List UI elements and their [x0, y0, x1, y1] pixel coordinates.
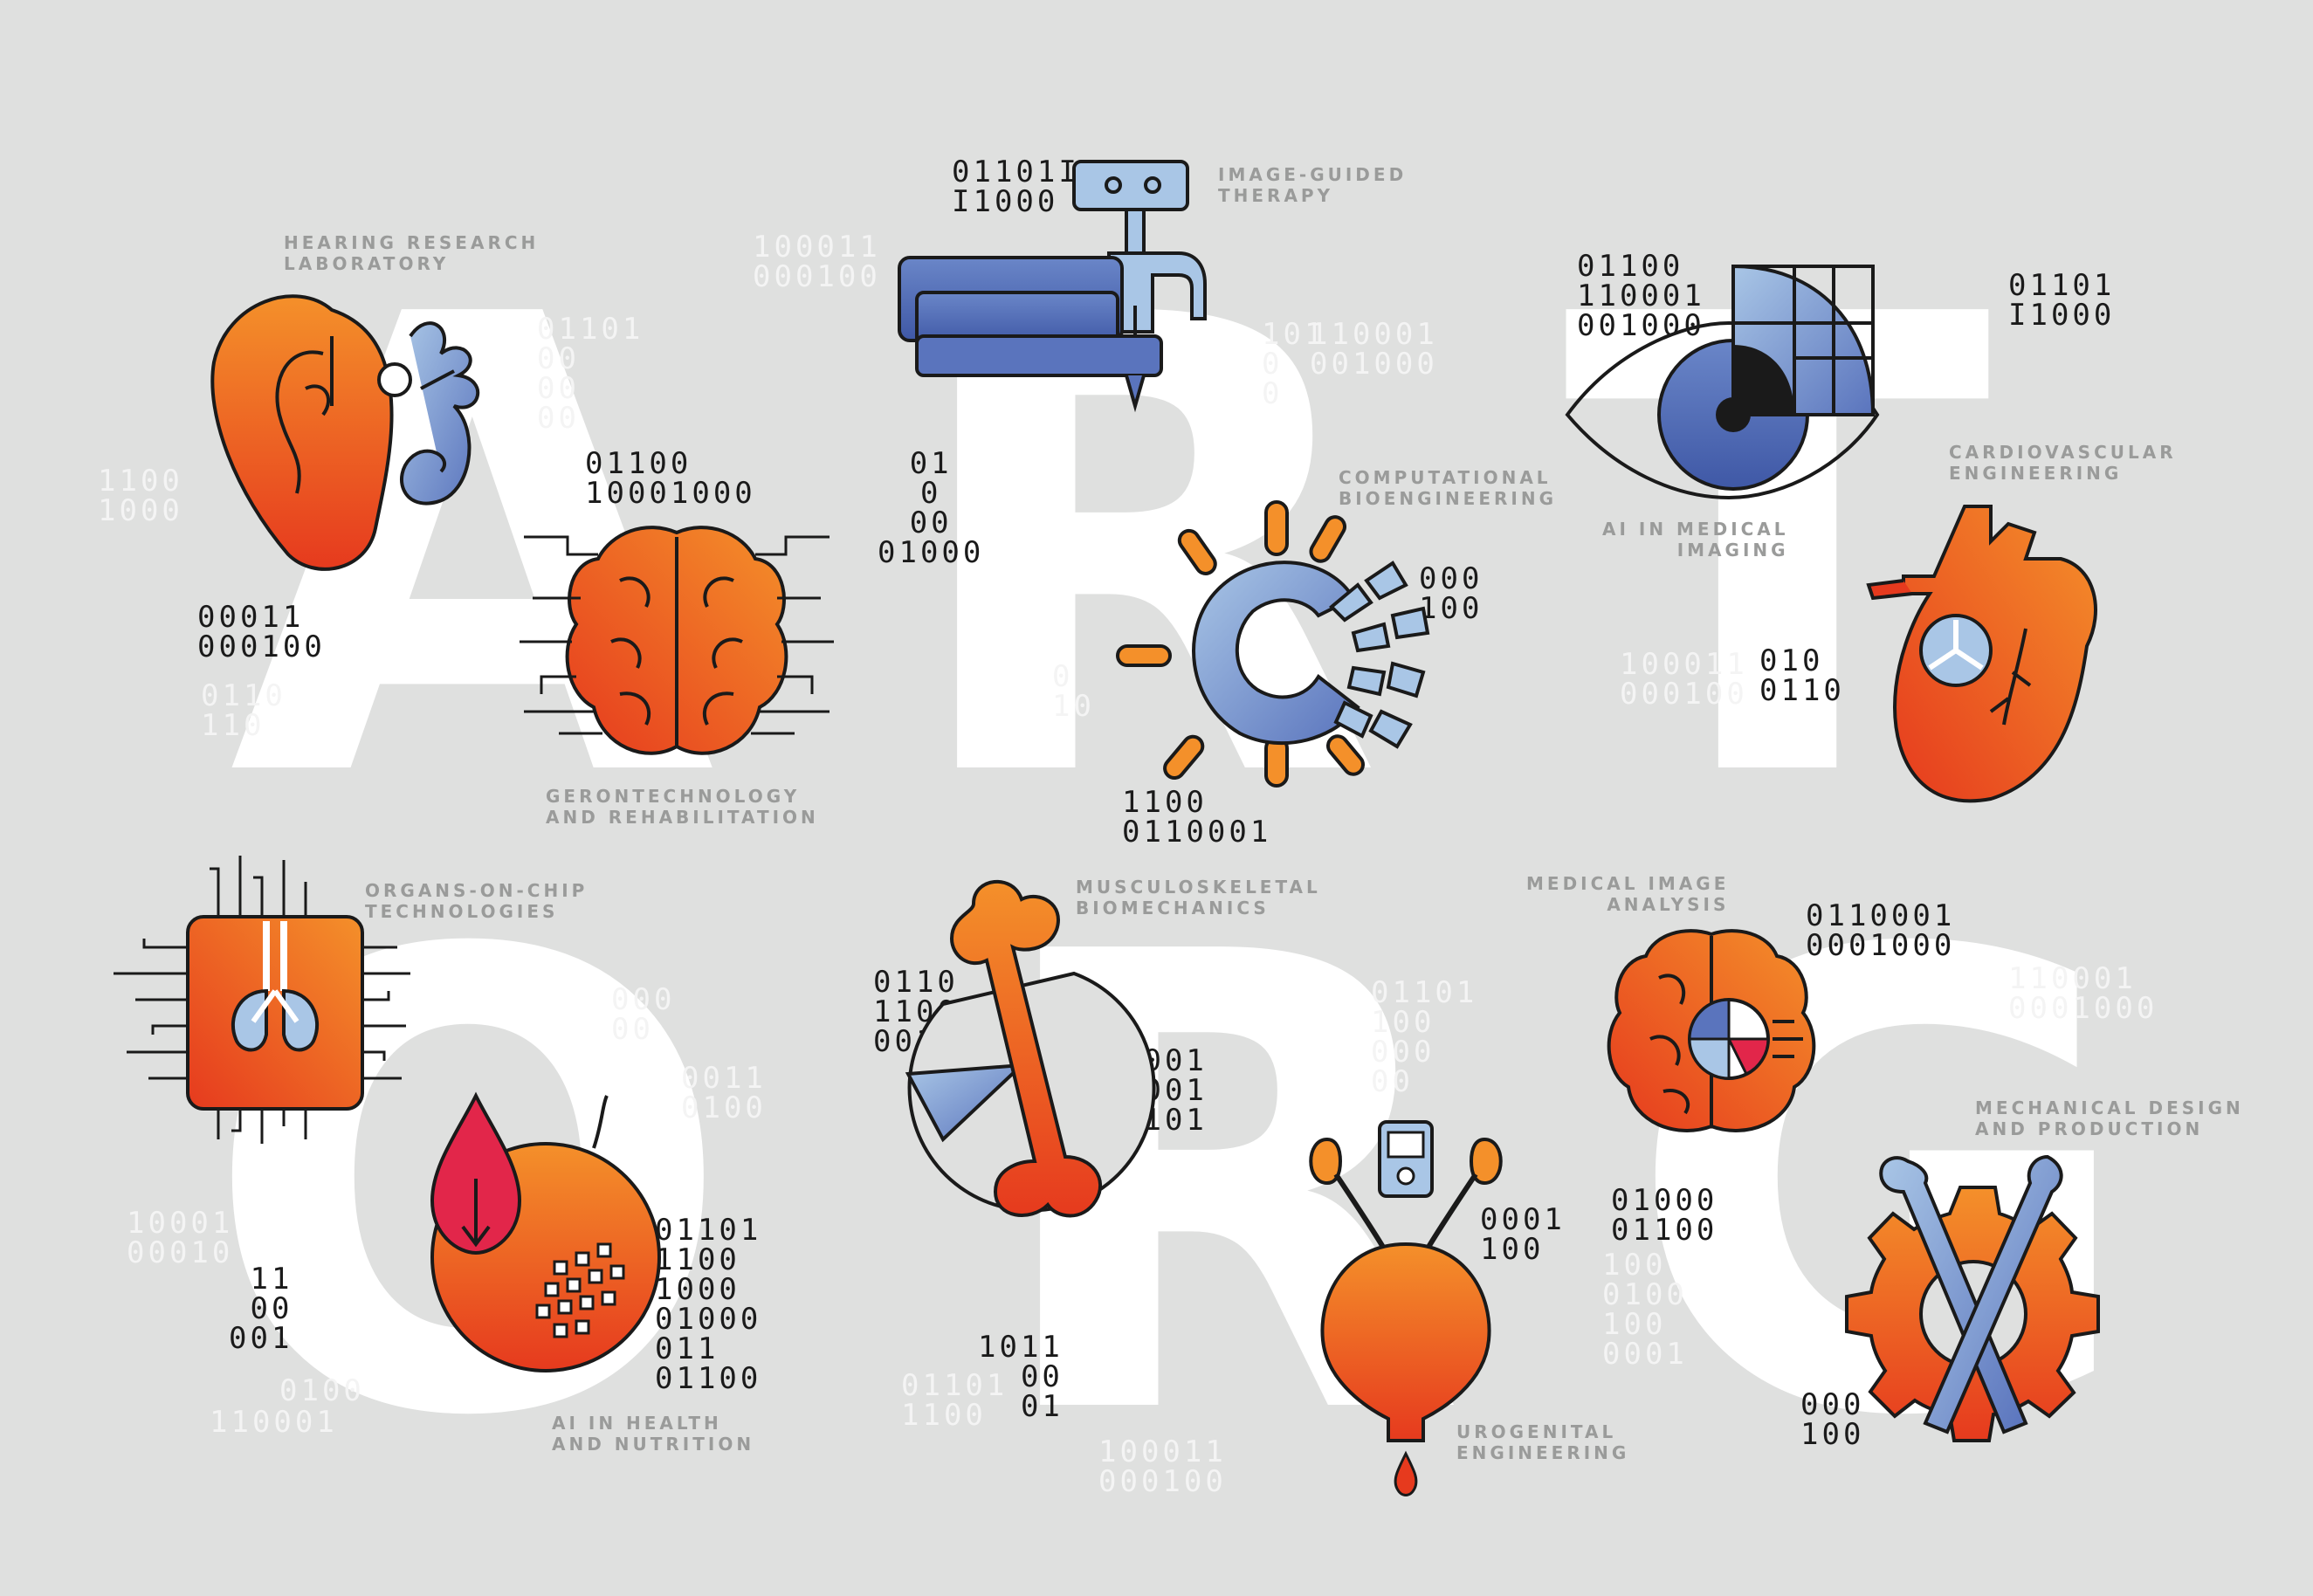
heart-icon	[1866, 505, 2097, 803]
binary-14: 01000 01100	[1611, 1183, 1718, 1248]
binary-2: 01100 110001 001000	[1577, 249, 1705, 343]
label-ai-health-nutrition: AI IN HEALTH AND NUTRITION	[552, 1413, 755, 1455]
label-mechanical-design: MECHANICAL DESIGN AND PRODUCTION	[1975, 1097, 2244, 1139]
binary-bg-18: 0100	[279, 1373, 365, 1408]
binary-15: 11 00 001	[229, 1262, 293, 1356]
binary-bg-2: 1100 1000	[98, 464, 183, 528]
binary-bg-15: 0110 110	[201, 678, 286, 743]
label-gerontechnology: GERONTECHNOLOGY AND REHABILITATION	[546, 786, 819, 828]
label-ai-medical-imaging: AI IN MEDICAL IMAGING	[1602, 519, 1789, 561]
brain-pie-icon	[1607, 929, 1816, 1132]
brain-circuit-icon	[520, 526, 834, 755]
binary-bg-8: 100011 000100	[1098, 1434, 1227, 1499]
binary-bg-17: 100 0100 100 0001	[1602, 1248, 1688, 1372]
label-hearing-research: HEARING RESEARCH LABORATORY	[284, 232, 540, 274]
binary-13: 0001 100	[1480, 1202, 1566, 1267]
label-urogenital: UROGENITAL ENGINEERING	[1456, 1421, 1630, 1463]
binary-bg-1: 100011 000100	[753, 230, 881, 294]
binary-bg-3: 110001 001000	[1310, 317, 1438, 382]
binary-bg-5: 10001 00010	[127, 1206, 234, 1270]
apple-drop-icon	[430, 1091, 661, 1372]
binary-bg-6: 110001	[210, 1405, 338, 1440]
c-arm-scanner-icon	[898, 160, 1207, 413]
binary-bg-7: 01101 1100	[901, 1368, 1008, 1433]
binary-4: 00011 000100	[197, 600, 326, 664]
label-cardiovascular-engineering: CARDIOVASCULAR ENGINEERING	[1949, 442, 2177, 484]
binary-5: 01100 10001000	[585, 446, 756, 511]
binary-bg-14: 101 0 0	[1262, 317, 1326, 411]
c-cell-icon	[1116, 500, 1430, 788]
label-organs-on-chip: ORGANS-ON-CHIP TECHNOLOGIES	[365, 880, 589, 922]
eye-grid-icon	[1565, 264, 1880, 500]
label-image-guided-therapy: IMAGE-GUIDED THERAPY	[1218, 164, 1408, 206]
binary-bg-9: 110001 0001000	[2008, 961, 2158, 1026]
binary-18: 000 100	[1800, 1387, 1865, 1452]
binary-bg-11: 0011 0100	[681, 1061, 767, 1125]
label-computational-bioengineering: COMPUTATIONAL BIOENGINEERING	[1339, 467, 1558, 509]
binary-7: 000 100	[1419, 561, 1483, 626]
binary-bg-12: 01101 100 000 00	[1371, 975, 1478, 1099]
binary-16: 01101 1100 1000 01000 011 01100	[655, 1213, 762, 1396]
binary-6: 01 0 00 01000	[878, 446, 985, 570]
organ-chip-icon	[114, 856, 410, 1144]
gear-tools-icon	[1845, 1154, 2100, 1442]
binary-12: 0110001 0001000	[1806, 898, 1956, 963]
label-musculoskeletal: MUSCULOSKELETAL BIOMECHANICS	[1076, 877, 1321, 918]
binary-bg-4: 100011 000100	[1620, 647, 1748, 712]
ear-icon	[210, 294, 480, 571]
binary-bg-16: 0 10	[1052, 659, 1095, 724]
binary-17: 1011 00 01	[978, 1330, 1064, 1424]
label-medical-image-analysis: MEDICAL IMAGE ANALYSIS	[1526, 873, 1730, 915]
binary-bg-13: 01101 00 00 00	[537, 312, 644, 436]
urogenital-icon	[1309, 1120, 1503, 1496]
binary-3: 01101 I1000	[2008, 268, 2116, 333]
binary-bg-10: 000 00	[611, 982, 676, 1047]
binary-1: 01101I I1000	[952, 155, 1080, 219]
binary-8: 010 0110	[1759, 643, 1845, 708]
binary-9: 1100 0110001	[1122, 785, 1272, 850]
bone-pie-icon	[905, 879, 1156, 1218]
